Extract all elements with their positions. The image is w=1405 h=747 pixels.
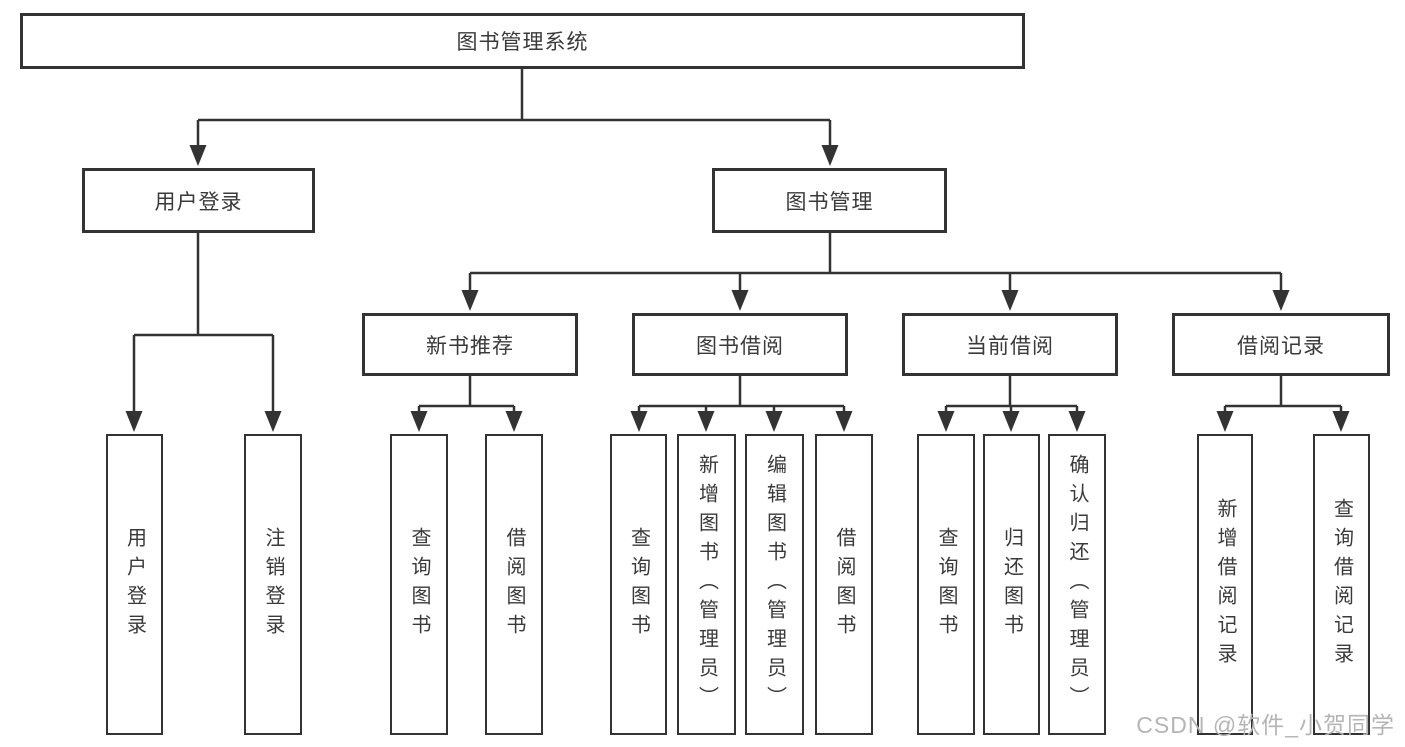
- node-borrowing-records: 借阅记录: [1172, 313, 1390, 376]
- node-current-borrowing: 当前借阅: [902, 313, 1118, 376]
- arrowheads: [125, 145, 1350, 432]
- leaf-search-borrow-record: 查询借阅记录: [1313, 434, 1370, 735]
- csdn-watermark: CSDN @软件_小贺同学: [1136, 712, 1395, 738]
- node-book-management: 图书管理: [712, 168, 947, 233]
- leaf-search-books-borrowing: 查询图书: [610, 434, 667, 735]
- node-new-book-recommendation: 新书推荐: [362, 313, 578, 376]
- leaf-borrow-books: 借阅图书: [815, 434, 873, 735]
- leaf-search-books-current: 查询图书: [917, 434, 975, 735]
- leaf-logout: 注销登录: [244, 434, 302, 735]
- node-user-login: 用户登录: [82, 168, 315, 233]
- leaf-add-borrow-record: 新增借阅记录: [1197, 434, 1253, 735]
- leaf-user-login: 用户登录: [106, 434, 163, 735]
- node-library-management-system: 图书管理系统: [20, 13, 1025, 69]
- leaf-borrow-books-recommend: 借阅图书: [485, 434, 543, 735]
- node-book-borrowing: 图书借阅: [632, 313, 848, 376]
- leaf-search-books-recommend: 查询图书: [390, 434, 448, 735]
- leaf-return-books: 归还图书: [983, 434, 1040, 735]
- leaf-add-book-admin: 新增图书（管理员）: [677, 434, 736, 735]
- leaf-confirm-return-admin: 确认归还（管理员）: [1048, 434, 1106, 735]
- leaf-edit-book-admin: 编辑图书（管理员）: [745, 434, 804, 735]
